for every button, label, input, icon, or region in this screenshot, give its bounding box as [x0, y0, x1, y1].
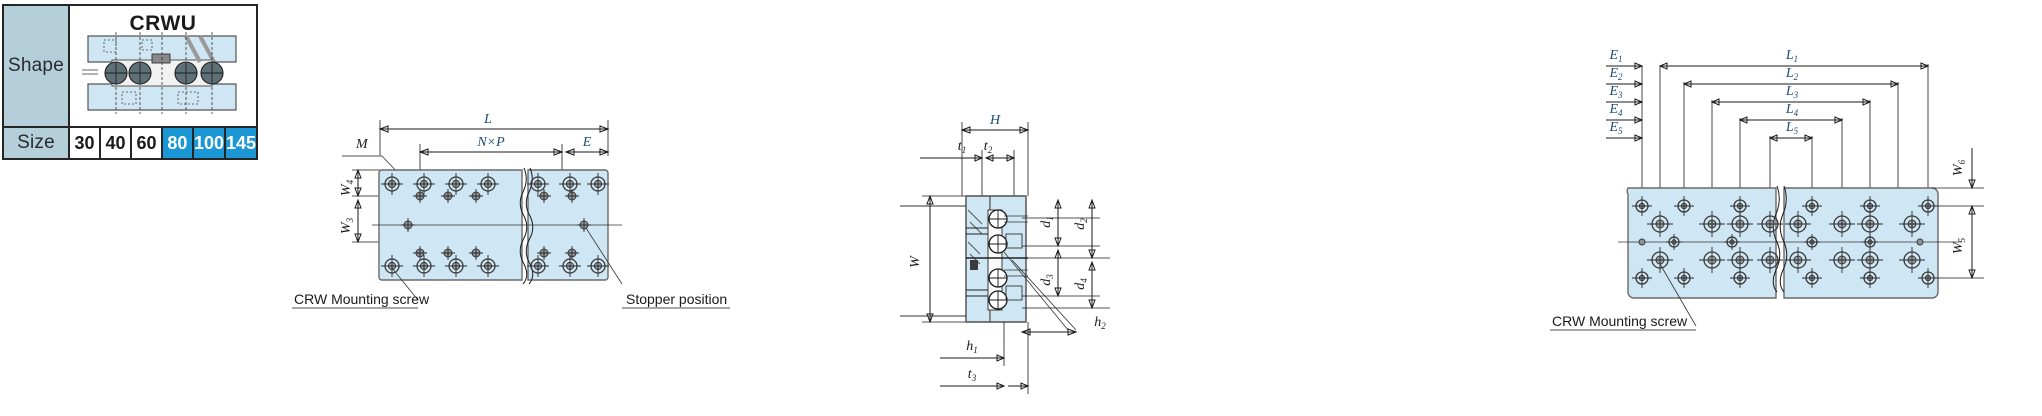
crwu-section-thumbnail: [82, 32, 237, 114]
size-cell-145[interactable]: 145: [225, 128, 257, 158]
detail-hole-row-5: [1632, 268, 1938, 288]
dimension-d2: d2: [1022, 198, 1110, 260]
detail-hole-row-2: [1647, 211, 1925, 237]
section-view-drawing: H t1 t2 W: [900, 113, 1110, 394]
label-W3: W3: [339, 217, 355, 234]
detail-plate-left: [1626, 187, 1777, 299]
label-h2: h2: [1094, 315, 1106, 331]
label-W5: W5: [1951, 237, 1967, 254]
label-E: E: [582, 135, 592, 150]
label-stopper-position: Stopper position: [626, 291, 727, 307]
dimension-h1: h1: [940, 322, 1006, 366]
callout-stopper-position: Stopper position: [585, 227, 730, 309]
break-line: [519, 167, 528, 285]
dimension-E: E: [564, 135, 610, 156]
label-d4: d4: [1073, 278, 1089, 290]
dimension-row-4: E4 L4: [1606, 102, 1844, 124]
label-h1: h1: [966, 339, 978, 355]
shape-row-header: Shape: [4, 6, 70, 126]
section-body: [900, 195, 1028, 323]
mounting-hole-group-top: [381, 173, 609, 195]
size-cell-80[interactable]: 80: [162, 128, 194, 158]
dimension-t2: t2: [984, 139, 1016, 196]
detail-extension-lines: [1641, 64, 1929, 188]
detail-callout-crw-mounting-screw: CRW Mounting screw: [1550, 263, 1697, 331]
detail-hole-row-center: [1638, 234, 1924, 250]
dimension-H: H: [960, 113, 1030, 196]
label-E1: E1: [1608, 48, 1622, 64]
label-E2: E2: [1608, 66, 1623, 82]
label-d1: d1: [1039, 216, 1055, 228]
label-L: L: [483, 112, 492, 127]
center-hole-group: [401, 218, 591, 232]
label-L4: L4: [1785, 102, 1799, 118]
label-E3: E3: [1608, 84, 1623, 100]
dimension-row-1: E1 L1: [1606, 48, 1930, 70]
dimension-t3: t3: [940, 322, 1030, 394]
detail-label-crw-mounting-screw: CRW Mounting screw: [1552, 313, 1688, 329]
shape-cell: CRWU: [70, 6, 256, 126]
label-M: M: [355, 137, 369, 152]
dimension-W5: W5: [1932, 204, 1984, 280]
dimension-L: L: [378, 112, 610, 156]
size-row-header: Size: [4, 128, 70, 158]
label-H: H: [989, 113, 1001, 128]
dimension-h2: h2: [1003, 251, 1106, 336]
label-E5: E5: [1608, 120, 1623, 136]
label-t1: t1: [958, 139, 966, 155]
label-E4: E4: [1608, 102, 1623, 118]
detail-hole-row-4: [1647, 247, 1925, 273]
spec-row-shape: Shape CRWU: [4, 6, 256, 126]
label-L3: L3: [1785, 84, 1799, 100]
label-W: W: [908, 255, 923, 268]
label-W6: W6: [1951, 159, 1967, 176]
model-title: CRWU: [129, 12, 197, 35]
mounting-hole-group-bottom: [381, 255, 609, 277]
dimension-d1: d1: [1022, 198, 1100, 248]
label-L1: L1: [1785, 48, 1798, 64]
label-t3: t3: [968, 367, 977, 383]
small-hole-group-top: [413, 189, 579, 203]
dimension-d3: d3: [1022, 248, 1100, 298]
dimension-W6: W6: [1932, 148, 1984, 207]
label-L2: L2: [1785, 66, 1799, 82]
label-d3: d3: [1039, 274, 1055, 286]
dimension-d4: d4: [1022, 260, 1110, 310]
label-t2: t2: [984, 139, 993, 155]
size-cell-30[interactable]: 30: [70, 128, 101, 158]
plan-view-drawing: L N×P E M: [292, 112, 730, 309]
size-cell-100[interactable]: 100: [193, 128, 226, 158]
dimension-row-2: E2 L2: [1606, 66, 1900, 88]
label-d2: d2: [1073, 218, 1089, 230]
size-cell-40[interactable]: 40: [100, 128, 132, 158]
size-cell-60[interactable]: 60: [131, 128, 163, 158]
label-NxP: N×P: [476, 135, 505, 150]
callout-crw-mounting-screw: CRW Mounting screw: [292, 267, 430, 309]
size-cell-group: 30 40 60 80 100 145: [70, 128, 257, 158]
dimension-t1: t1: [920, 139, 984, 196]
dimension-W: W: [908, 194, 968, 324]
dimension-W3: W3: [339, 198, 382, 244]
dimension-row-5: E5 L5: [1606, 120, 1814, 142]
spec-row-size: Size 30 40 60 80 100 145: [4, 126, 257, 158]
dimension-row-3: E3 L3: [1606, 84, 1872, 106]
label-W4: W4: [339, 179, 355, 196]
detail-view-drawing: E1 L1 E2 L2 E3: [1550, 48, 1984, 331]
spec-table: Shape CRWU: [2, 4, 258, 160]
label-L5: L5: [1785, 120, 1799, 136]
label-crw-mounting-screw: CRW Mounting screw: [294, 291, 430, 307]
